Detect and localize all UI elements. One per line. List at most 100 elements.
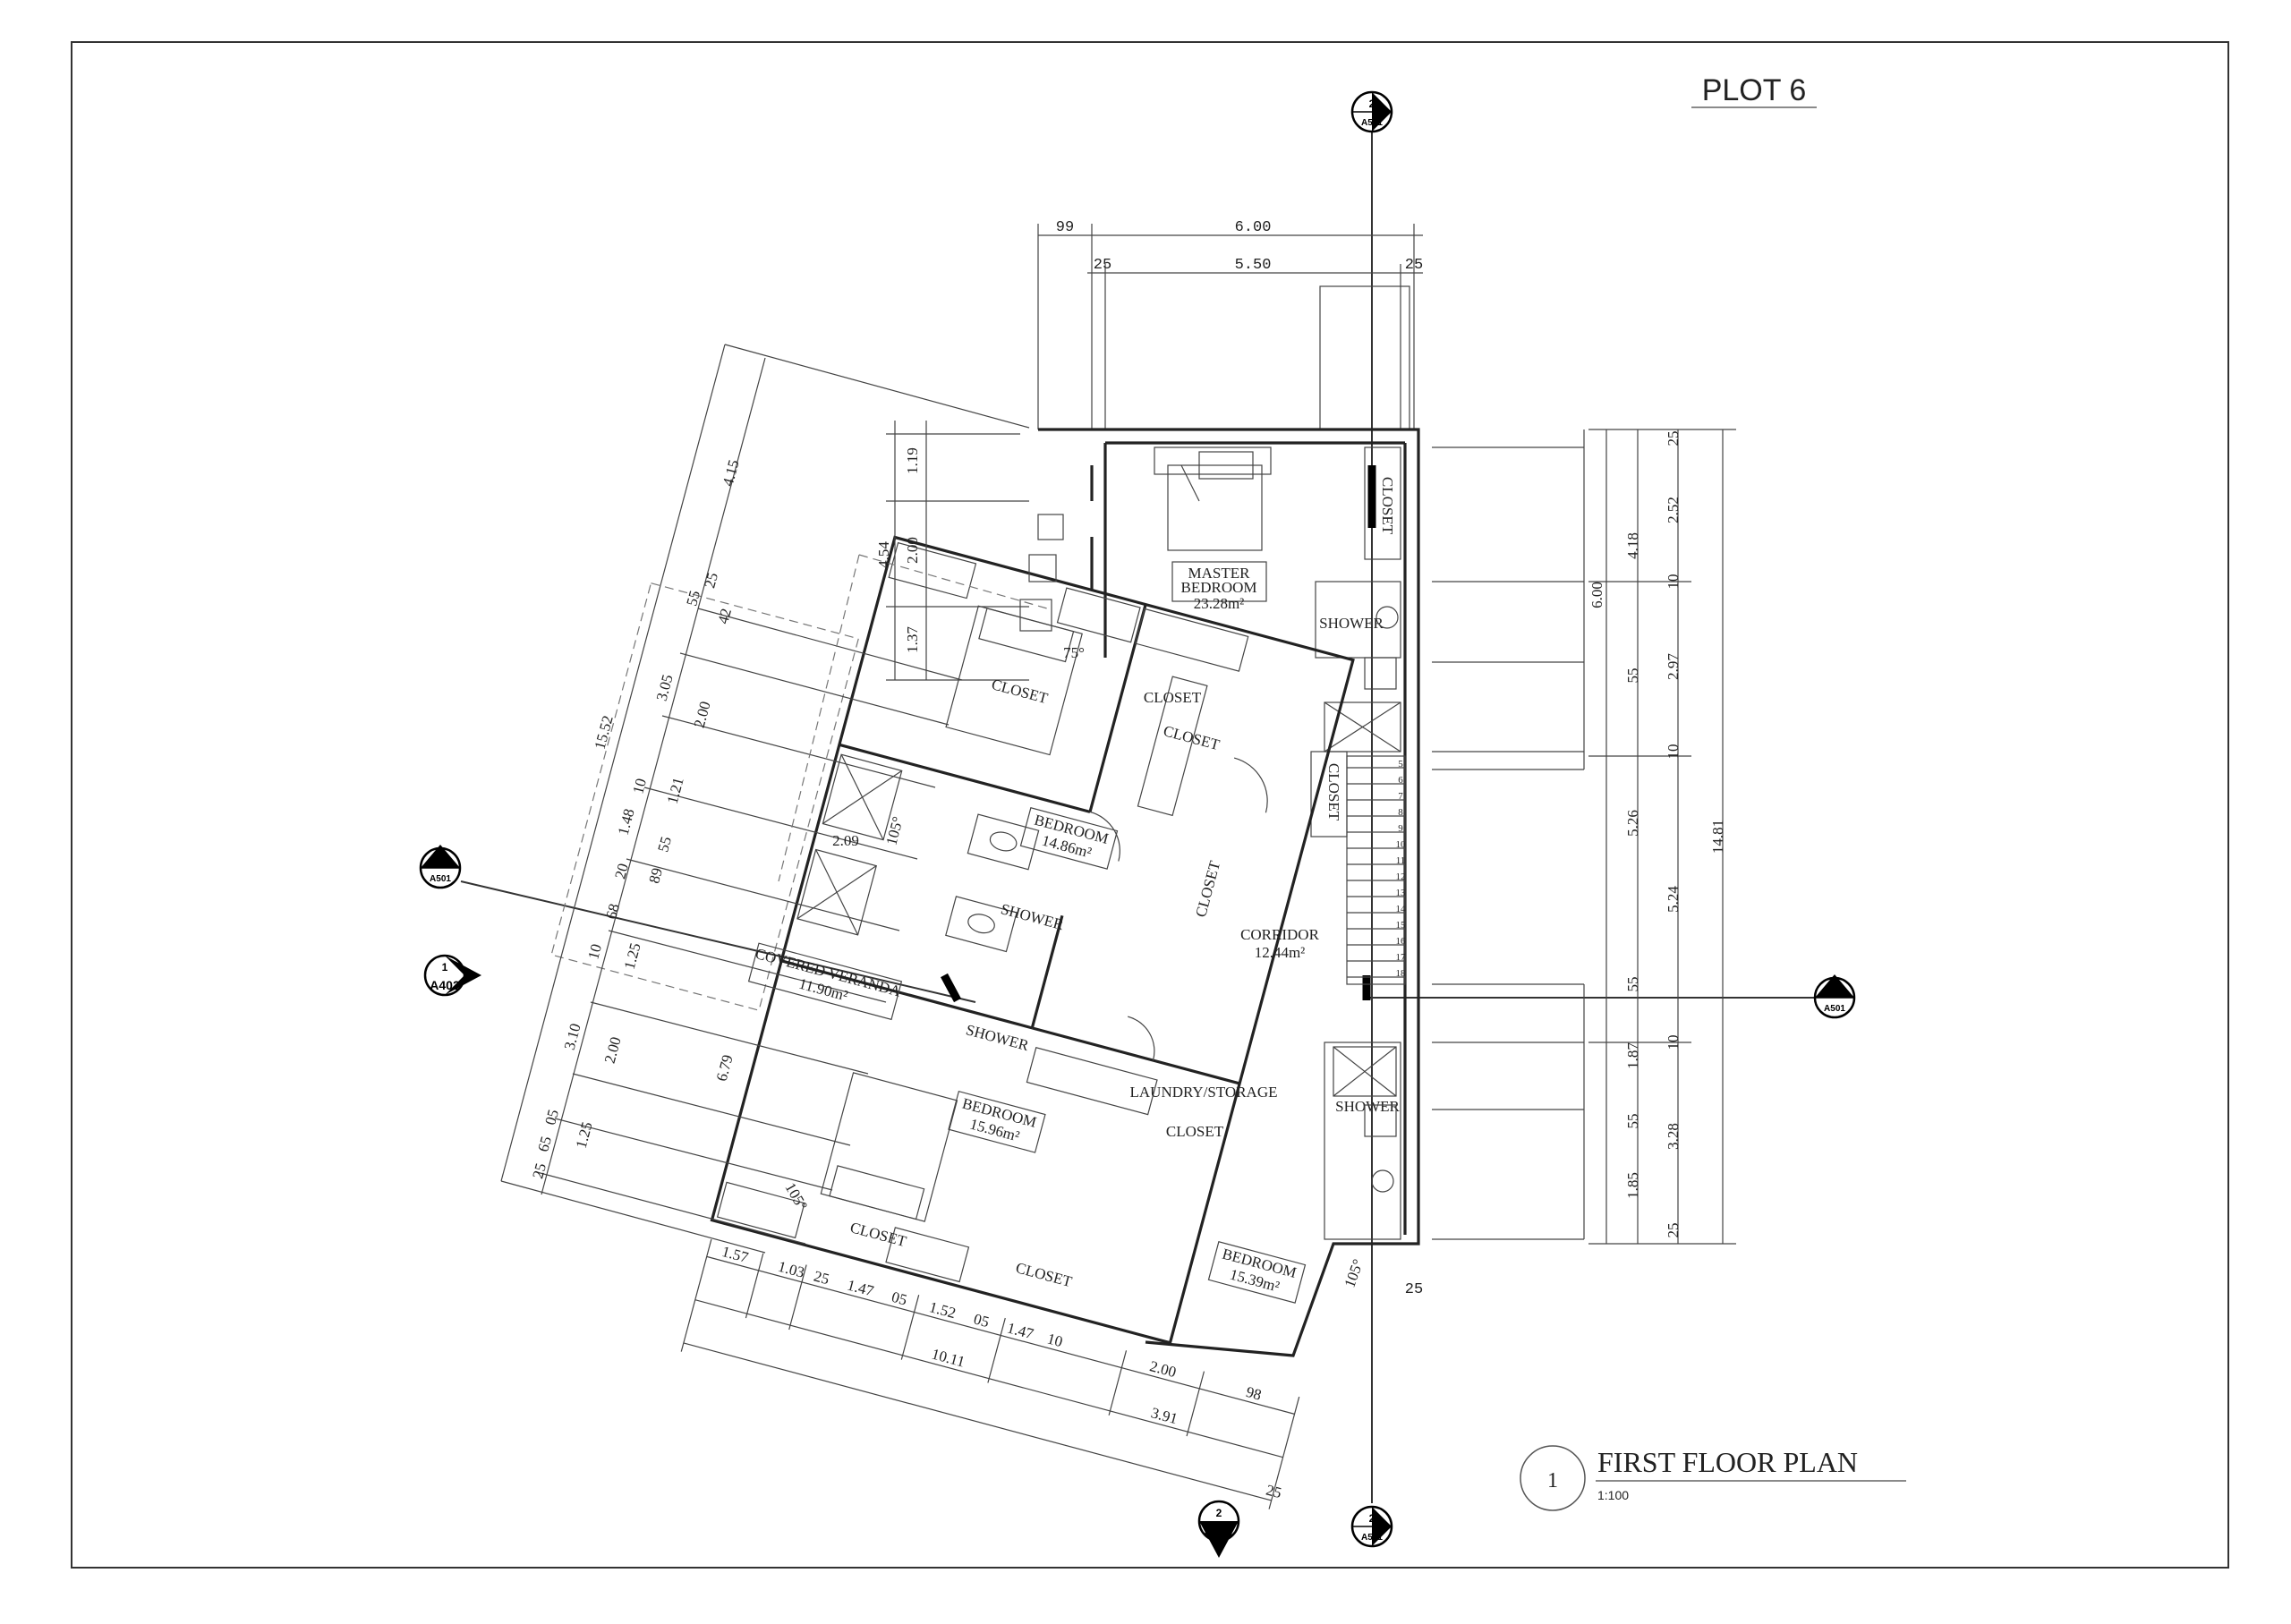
plot-title: PLOT 6 bbox=[1702, 73, 1807, 107]
dim-left-inner: 2.00 bbox=[691, 700, 714, 730]
section-right-number: 1 bbox=[1832, 983, 1838, 996]
dim-left-top: 1.19 bbox=[904, 447, 921, 474]
dim-right: 3.28 bbox=[1665, 1123, 1682, 1150]
dim-bottom: 05 bbox=[890, 1288, 908, 1309]
dim-right-inner: 55 bbox=[1624, 668, 1641, 684]
dim-left-inner: 55 bbox=[683, 589, 703, 608]
stair-num: 17 bbox=[1396, 952, 1407, 963]
dim-right: 2.52 bbox=[1665, 497, 1682, 523]
section-bottom-ref: A501 bbox=[1361, 1533, 1383, 1543]
dim-right: 25 bbox=[1665, 431, 1682, 446]
dim-left-inner: 10 bbox=[629, 777, 650, 795]
dim-angle: 105° bbox=[1341, 1257, 1367, 1290]
dim-left-top: 1.37 bbox=[904, 626, 921, 653]
stair-num: 18 bbox=[1396, 968, 1407, 979]
dim-right-mid: 4.18 bbox=[1624, 532, 1641, 559]
dim-left-inner: 1.21 bbox=[664, 776, 687, 806]
dim-angle: 75° bbox=[1063, 644, 1085, 661]
closet-label: CLOSET bbox=[848, 1219, 909, 1250]
dim-bottom: 98 bbox=[1244, 1383, 1263, 1404]
shower-label-master: SHOWER bbox=[1319, 615, 1384, 632]
elevation-marker-left: 1 A402 bbox=[423, 954, 481, 997]
dims-bottom: 1.57 1.03 25 1.47 05 1.52 05 1.47 10 2.0… bbox=[680, 1238, 1300, 1509]
dim-top-4: 5.50 bbox=[1235, 257, 1272, 274]
closet-label-corridor: CLOSET bbox=[1325, 763, 1342, 821]
dim-right: 25 bbox=[1665, 1223, 1682, 1238]
closet-label: CLOSET bbox=[1144, 689, 1202, 706]
dim-top-5: 25 bbox=[1405, 257, 1423, 274]
closet-label: CLOSET bbox=[1014, 1259, 1075, 1290]
section-top-number: 2 bbox=[1369, 98, 1375, 110]
dim-left-inner: 2.00 bbox=[601, 1035, 625, 1066]
dim-bottom: 25 bbox=[812, 1268, 830, 1288]
dim-angled: 2.09 bbox=[832, 832, 859, 849]
stair-num: 5 bbox=[1398, 759, 1403, 769]
elevation-marker-bottom: 2 A401 bbox=[1197, 1500, 1240, 1558]
dim-left-inner: 68 bbox=[602, 902, 623, 921]
dim-bottom: 10.11 bbox=[930, 1346, 967, 1371]
title-number: 1 bbox=[1547, 1469, 1558, 1492]
dim-left-inner: 1.48 bbox=[615, 807, 638, 838]
dim-right-total: 14.81 bbox=[1709, 820, 1726, 854]
stair-num: 6 bbox=[1398, 775, 1403, 786]
closet-label: CLOSET bbox=[1166, 1123, 1224, 1140]
elevation-bottom-ref: A401 bbox=[1204, 1524, 1234, 1538]
dim-right-mid: 1.87 bbox=[1624, 1042, 1641, 1069]
room-master-bedroom-name-1: MASTER bbox=[1188, 565, 1251, 582]
dim-left-inner: 25 bbox=[529, 1161, 549, 1180]
section-right-ref: A501 bbox=[1824, 1004, 1845, 1014]
section-cut-marker-left bbox=[941, 973, 961, 1003]
dim-bottom: 10 bbox=[1045, 1330, 1064, 1350]
section-left-ref: A501 bbox=[430, 874, 451, 884]
dim-right-inner: 55 bbox=[1624, 977, 1641, 992]
dim-bottom: 2.00 bbox=[1148, 1357, 1179, 1381]
section-top-ref: A501 bbox=[1361, 118, 1383, 128]
dim-left-inner: 55 bbox=[654, 835, 675, 854]
title-text: FIRST FLOOR PLAN bbox=[1597, 1446, 1858, 1478]
title-number-circle bbox=[1520, 1445, 1586, 1511]
stair-num: 16 bbox=[1396, 936, 1407, 947]
room-corridor-name: CORRIDOR bbox=[1240, 926, 1320, 943]
dim-bottom: 1.03 bbox=[776, 1258, 806, 1281]
dim-left-outer: 15.52 bbox=[592, 714, 617, 752]
dim-bottom: 25 bbox=[1405, 1281, 1423, 1298]
staircase bbox=[1346, 755, 1406, 985]
title-scale: 1:100 bbox=[1597, 1488, 1629, 1502]
dims-right: 25 2.52 10 2.97 10 5.24 10 3.28 25 4.18 … bbox=[1588, 431, 1726, 1238]
title-block: 1 FIRST FLOOR PLAN 1:100 bbox=[1520, 1445, 1906, 1511]
rotated-wing bbox=[550, 535, 1355, 1345]
dim-left-inner: 65 bbox=[534, 1135, 555, 1153]
dim-right-inner: 6.00 bbox=[1588, 582, 1605, 608]
closet-label-master: CLOSET bbox=[1379, 477, 1396, 535]
dim-right: 2.97 bbox=[1665, 653, 1682, 680]
dim-bottom: 1.52 bbox=[927, 1298, 958, 1322]
dim-right: 5.24 bbox=[1665, 886, 1682, 913]
dim-left-top: 2.00 bbox=[904, 537, 921, 564]
section-bottom-number: 2 bbox=[1369, 1512, 1375, 1525]
section-marker-left: 1 A501 bbox=[419, 845, 462, 889]
stair-num: 8 bbox=[1398, 807, 1403, 818]
dim-bottom: 25 bbox=[1265, 1481, 1283, 1501]
room-labels: MASTER BEDROOM 23.28m² CLOSET CLOSET CLO… bbox=[747, 561, 1320, 1304]
closet-label: CLOSET bbox=[1192, 859, 1223, 920]
dim-top-3: 25 bbox=[1094, 257, 1111, 274]
left-veranda bbox=[500, 344, 1064, 1254]
dim-left-inner: 1.25 bbox=[573, 1120, 596, 1151]
stair-num: 12 bbox=[1396, 872, 1406, 882]
room-laundry-name: LAUNDRY/STORAGE bbox=[1130, 1084, 1278, 1101]
dim-left-inner: 1.25 bbox=[621, 941, 644, 972]
section-line-left bbox=[460, 880, 976, 1003]
stair-num: 10 bbox=[1396, 839, 1407, 850]
elevation-left-ref: A402 bbox=[430, 978, 460, 992]
room-corridor-area: 12.44m² bbox=[1255, 944, 1306, 961]
rotated-wing-outline bbox=[710, 535, 1355, 1345]
dim-right: 10 bbox=[1665, 1035, 1682, 1050]
dim-bottom: 05 bbox=[972, 1310, 991, 1331]
dim-angle: 105° bbox=[882, 815, 907, 847]
section-marker-right: 1 A501 bbox=[1813, 974, 1870, 1019]
shower-label: SHOWER bbox=[999, 900, 1066, 933]
room-master-bedroom-name-2: BEDROOM bbox=[1180, 579, 1256, 596]
stair-treads bbox=[1347, 767, 1405, 978]
stair-num: 13 bbox=[1396, 888, 1407, 898]
